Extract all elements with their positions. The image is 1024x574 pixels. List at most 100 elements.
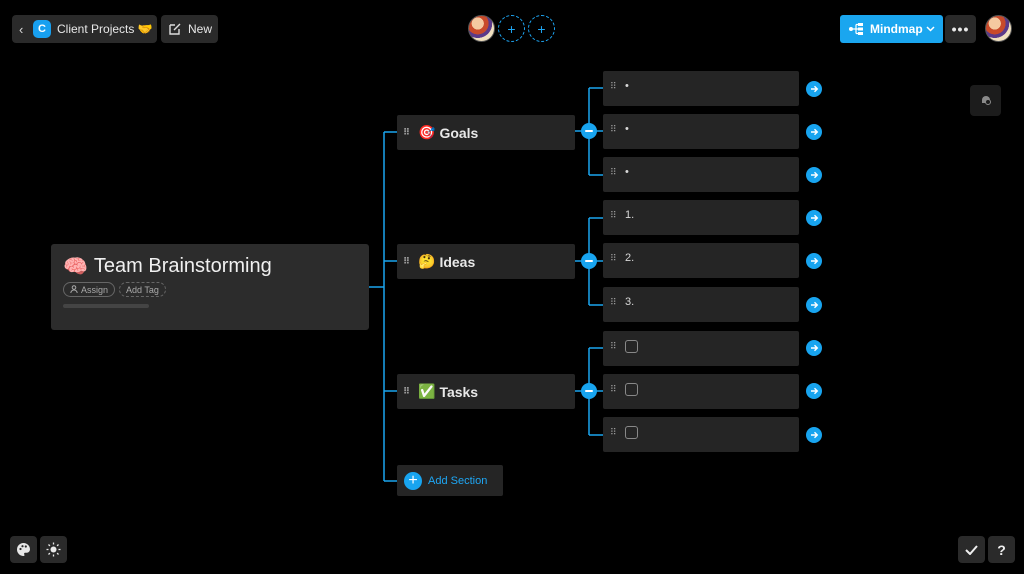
section-emoji: 🤔 xyxy=(418,253,436,269)
number-marker: 3. xyxy=(625,296,635,308)
help-button[interactable]: ? xyxy=(988,536,1015,563)
chevron-left-icon: ‹ xyxy=(19,21,24,37)
open-item-button[interactable] xyxy=(806,253,822,269)
grip-icon: ⠿ xyxy=(610,81,617,91)
new-doc-icon xyxy=(168,22,182,36)
child-item[interactable]: ⠿ 2. xyxy=(603,243,799,278)
open-item-button[interactable] xyxy=(806,297,822,313)
plus-icon: + xyxy=(404,471,422,490)
section-goals[interactable]: ⠿ 🎯 Goals xyxy=(397,115,575,150)
bullet-marker: • xyxy=(625,123,629,135)
child-item[interactable]: ⠿ xyxy=(603,374,799,409)
open-item-button[interactable] xyxy=(806,124,822,140)
open-item-button[interactable] xyxy=(806,427,822,443)
add-section-label: Add Section xyxy=(428,474,488,487)
user-avatar[interactable] xyxy=(985,15,1012,42)
more-button[interactable]: ••• xyxy=(945,15,976,43)
task-checkbox[interactable] xyxy=(625,340,638,353)
view-mode-button[interactable]: Mindmap xyxy=(840,15,943,43)
arrow-right-icon xyxy=(810,214,818,222)
child-item[interactable]: ⠿ • xyxy=(603,71,799,106)
light-mode-button[interactable] xyxy=(40,536,67,563)
side-tool-button[interactable] xyxy=(970,85,1001,116)
add-collaborator-button[interactable]: + xyxy=(528,15,555,42)
root-title-row: 🧠 Team Brainstorming xyxy=(63,254,357,279)
collapse-toggle[interactable] xyxy=(581,253,597,269)
bullet-marker: • xyxy=(625,80,629,92)
child-item[interactable]: ⠿ • xyxy=(603,157,799,192)
palette-icon xyxy=(17,543,30,556)
section-ideas[interactable]: ⠿ 🤔 Ideas xyxy=(397,244,575,279)
grip-icon: ⠿ xyxy=(610,253,617,263)
open-item-button[interactable] xyxy=(806,167,822,183)
grip-icon: ⠿ xyxy=(403,256,410,266)
back-button[interactable]: ‹ C Client Projects 🤝 xyxy=(12,15,157,43)
arrow-right-icon xyxy=(810,344,818,352)
child-item[interactable]: ⠿ • xyxy=(603,114,799,149)
grip-icon: ⠿ xyxy=(610,427,617,437)
done-button[interactable] xyxy=(958,536,985,563)
arrow-right-icon xyxy=(810,301,818,309)
add-tag-label: Add Tag xyxy=(126,284,159,295)
child-item[interactable]: ⠿ 3. xyxy=(603,287,799,322)
child-item[interactable]: ⠿ 1. xyxy=(603,200,799,235)
add-tag-button[interactable]: Add Tag xyxy=(119,282,166,297)
task-checkbox[interactable] xyxy=(625,426,638,439)
theme-palette-button[interactable] xyxy=(10,536,37,563)
grip-icon: ⠿ xyxy=(610,167,617,177)
section-title: Goals xyxy=(439,124,479,141)
help-icon: ? xyxy=(997,541,1006,558)
assign-label: Assign xyxy=(81,284,109,295)
open-item-button[interactable] xyxy=(806,210,822,226)
add-collaborator-button[interactable]: + xyxy=(498,15,525,42)
minus-icon xyxy=(585,390,593,392)
minus-icon xyxy=(585,130,593,132)
bullet-marker: • xyxy=(625,166,629,178)
back-label: Client Projects 🤝 xyxy=(57,22,153,36)
collaborator-avatar[interactable] xyxy=(468,15,495,42)
workspace-badge: C xyxy=(33,20,51,38)
arrow-right-icon xyxy=(810,128,818,136)
section-emoji: ✅ xyxy=(418,383,436,399)
add-section-button[interactable]: + Add Section xyxy=(397,465,503,496)
view-label: Mindmap xyxy=(870,22,923,36)
grip-icon: ⠿ xyxy=(610,384,617,394)
brain-eraser-icon xyxy=(979,91,993,110)
check-icon xyxy=(965,544,978,555)
collapse-toggle[interactable] xyxy=(581,383,597,399)
minus-icon xyxy=(585,260,593,262)
plus-icon: + xyxy=(537,20,546,37)
more-icon: ••• xyxy=(951,21,970,37)
task-checkbox[interactable] xyxy=(625,383,638,396)
open-item-button[interactable] xyxy=(806,383,822,399)
number-marker: 2. xyxy=(625,252,635,264)
open-item-button[interactable] xyxy=(806,81,822,97)
collapse-toggle[interactable] xyxy=(581,123,597,139)
grip-icon: ⠿ xyxy=(610,297,617,307)
person-icon xyxy=(70,284,78,295)
plus-icon: + xyxy=(507,20,516,37)
assign-button[interactable]: Assign xyxy=(63,282,116,297)
brain-emoji: 🧠 xyxy=(63,256,88,278)
chevron-down-icon xyxy=(926,26,935,32)
grip-icon: ⠿ xyxy=(610,341,617,351)
section-emoji: 🎯 xyxy=(418,124,436,140)
new-button[interactable]: New xyxy=(161,15,218,43)
root-title[interactable]: Team Brainstorming xyxy=(93,255,272,277)
sun-icon xyxy=(46,542,61,557)
arrow-right-icon xyxy=(810,431,818,439)
number-marker: 1. xyxy=(625,209,635,221)
child-item[interactable]: ⠿ xyxy=(603,417,799,452)
arrow-right-icon xyxy=(810,171,818,179)
root-node[interactable]: 🧠 Team Brainstorming Assign Add Tag xyxy=(51,244,369,330)
section-title: Ideas xyxy=(439,253,476,270)
arrow-right-icon xyxy=(810,257,818,265)
child-item[interactable]: ⠿ xyxy=(603,331,799,366)
open-item-button[interactable] xyxy=(806,340,822,356)
arrow-right-icon xyxy=(810,85,818,93)
section-tasks[interactable]: ⠿ ✅ Tasks xyxy=(397,374,575,409)
grip-icon: ⠿ xyxy=(610,124,617,134)
grip-icon: ⠿ xyxy=(403,386,410,396)
arrow-right-icon xyxy=(810,387,818,395)
progress-bar xyxy=(63,304,149,308)
